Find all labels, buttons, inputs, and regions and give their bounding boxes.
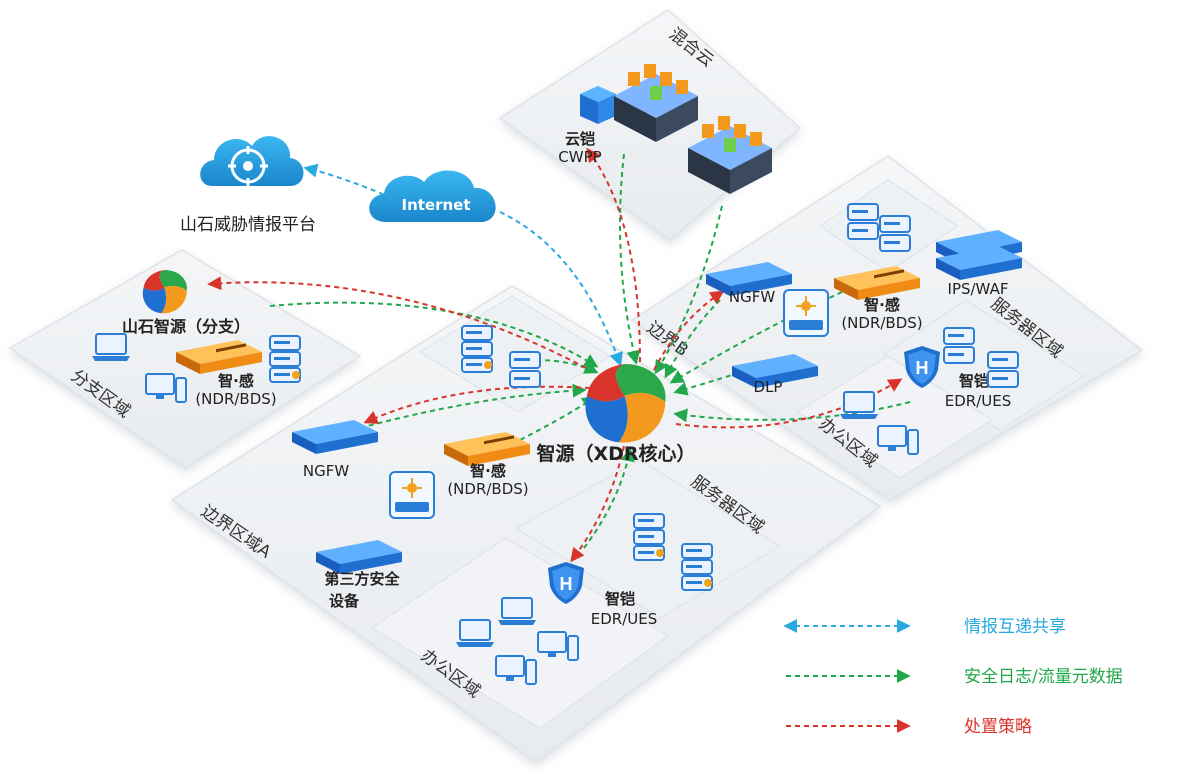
branch-server bbox=[269, 335, 301, 383]
flow-green-server-core bbox=[535, 359, 599, 374]
gateway-box-b bbox=[783, 289, 829, 337]
cloud-guard-cwpp: 云铠 CWPP bbox=[558, 86, 616, 166]
gateway-box-a bbox=[389, 471, 435, 519]
ngfw-b: NGFW bbox=[706, 262, 792, 306]
subzone-office-right bbox=[797, 355, 993, 479]
flow-green-ngfwa-core bbox=[359, 383, 587, 429]
legend-label-policy: 处置策略 bbox=[964, 717, 1032, 737]
legend-label-intel: 情报互递共享 bbox=[964, 617, 1066, 637]
flow-blue-threat-internet bbox=[303, 163, 393, 199]
ndr-b-name: 智·感 bbox=[864, 296, 900, 314]
threat-intel-platform: 山石威胁情报平台 bbox=[180, 136, 316, 235]
branch-ndr-sub: (NDR/BDS) bbox=[195, 390, 276, 408]
flow-green-edrb-core bbox=[673, 401, 911, 423]
edr-a-sub: EDR/UES bbox=[591, 610, 657, 628]
flow-red-core-ngfwa bbox=[363, 385, 591, 424]
branch-laptop bbox=[91, 333, 131, 362]
dlp-label: DLP bbox=[754, 378, 783, 396]
third-party-device: 第三方安全 设备 bbox=[316, 540, 402, 610]
ndr-b-sub: (NDR/BDS) bbox=[841, 314, 922, 332]
ips-waf: IPS/WAF bbox=[936, 230, 1022, 298]
legend-label-log: 安全日志/流量元数据 bbox=[964, 667, 1123, 687]
cwpp-label: CWPP bbox=[558, 148, 601, 166]
cloud-server-block-2 bbox=[688, 116, 772, 194]
flow-red-core-edrb bbox=[675, 378, 903, 429]
subzone-office-main bbox=[371, 537, 669, 729]
branch-ndr: 智·感 (NDR/BDS) bbox=[176, 340, 277, 408]
cloud-target-icon bbox=[200, 136, 304, 186]
edr-a: 智铠 EDR/UES bbox=[548, 562, 657, 628]
ngfw-a-label: NGFW bbox=[303, 462, 349, 480]
ndr-a-sub: (NDR/BDS) bbox=[447, 480, 528, 498]
flow-green-edra-core bbox=[583, 447, 635, 549]
flow-red-core-ngfwb bbox=[653, 290, 725, 371]
ndr-a-name: 智·感 bbox=[470, 462, 506, 480]
third-party-label-1: 第三方安全 bbox=[324, 570, 400, 588]
flow-green-dlp-core bbox=[673, 369, 749, 396]
dlp: DLP bbox=[732, 354, 818, 396]
ips-waf-label: IPS/WAF bbox=[948, 280, 1009, 298]
edr-b: 智铠 EDR/UES bbox=[904, 346, 1011, 410]
internet-label: Internet bbox=[401, 196, 470, 214]
flow-red-core-edra bbox=[570, 445, 625, 563]
ndr-b: 智·感 (NDR/BDS) bbox=[834, 266, 923, 332]
flow-green-ngfwb-core bbox=[664, 299, 721, 379]
flow-red-core-branch bbox=[207, 276, 587, 369]
legend-item-intel: 情报互递共享 bbox=[783, 617, 1066, 637]
legend: 情报互递共享 安全日志/流量元数据 处置策略 bbox=[783, 617, 1123, 737]
cloud-guard-label: 云铠 bbox=[565, 130, 595, 148]
branch-xdr-label: 山石智源（分支） bbox=[122, 317, 250, 336]
ngfw-a: NGFW bbox=[292, 420, 378, 480]
edr-a-name: 智铠 bbox=[605, 590, 635, 608]
flow-green-cloud2-core bbox=[654, 205, 723, 375]
ndr-a: 智·感 (NDR/BDS) bbox=[444, 432, 530, 498]
ngfw-b-label: NGFW bbox=[729, 288, 775, 306]
flow-red-core-cwpp bbox=[586, 147, 641, 363]
flow-blue-internet-core bbox=[499, 211, 623, 367]
cloud-server-block-1 bbox=[614, 64, 698, 142]
core-xdr-label: 智源（XDR核心） bbox=[536, 442, 695, 465]
internet-cloud: Internet bbox=[369, 170, 496, 222]
third-party-label-2: 设备 bbox=[329, 592, 360, 610]
cube-icon bbox=[580, 86, 616, 124]
edr-b-name: 智铠 bbox=[959, 372, 989, 390]
core-xdr: 智源（XDR核心） bbox=[536, 364, 696, 465]
branch-ndr-name: 智·感 bbox=[218, 372, 254, 390]
legend-item-policy: 处置策略 bbox=[786, 717, 1032, 737]
flow-green-cloud1-core bbox=[619, 153, 641, 365]
legend-item-log: 安全日志/流量元数据 bbox=[786, 667, 1123, 687]
branch-xdr: 山石智源（分支） bbox=[122, 270, 250, 336]
threat-intel-label: 山石威胁情报平台 bbox=[180, 215, 316, 235]
edr-b-sub: EDR/UES bbox=[945, 392, 1011, 410]
